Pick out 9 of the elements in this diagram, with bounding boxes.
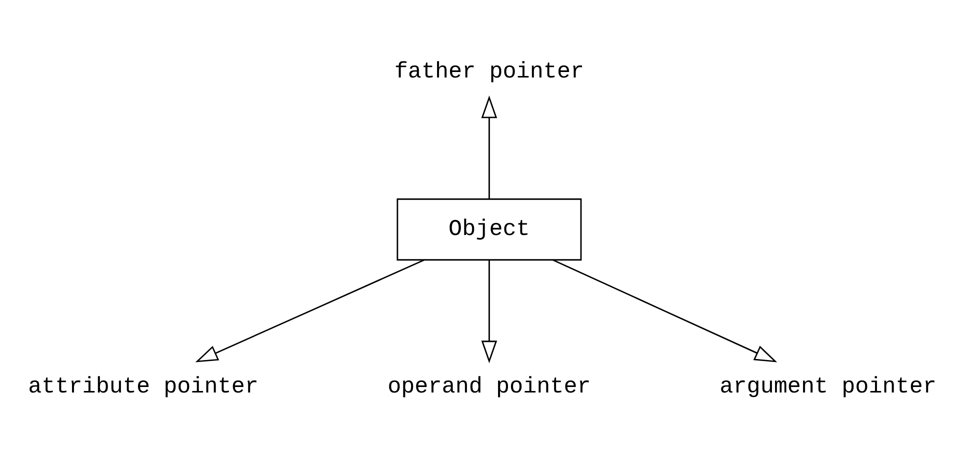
arrow bbox=[481, 260, 498, 364]
node-box: Object bbox=[396, 198, 582, 261]
arrow bbox=[481, 96, 498, 199]
node-text: operand pointer bbox=[388, 373, 591, 400]
node-text: argument pointer bbox=[720, 373, 936, 400]
node-text: attribute pointer bbox=[28, 373, 258, 400]
arrow bbox=[195, 259, 424, 362]
node-text: father pointer bbox=[394, 58, 584, 84]
arrow bbox=[552, 259, 778, 362]
